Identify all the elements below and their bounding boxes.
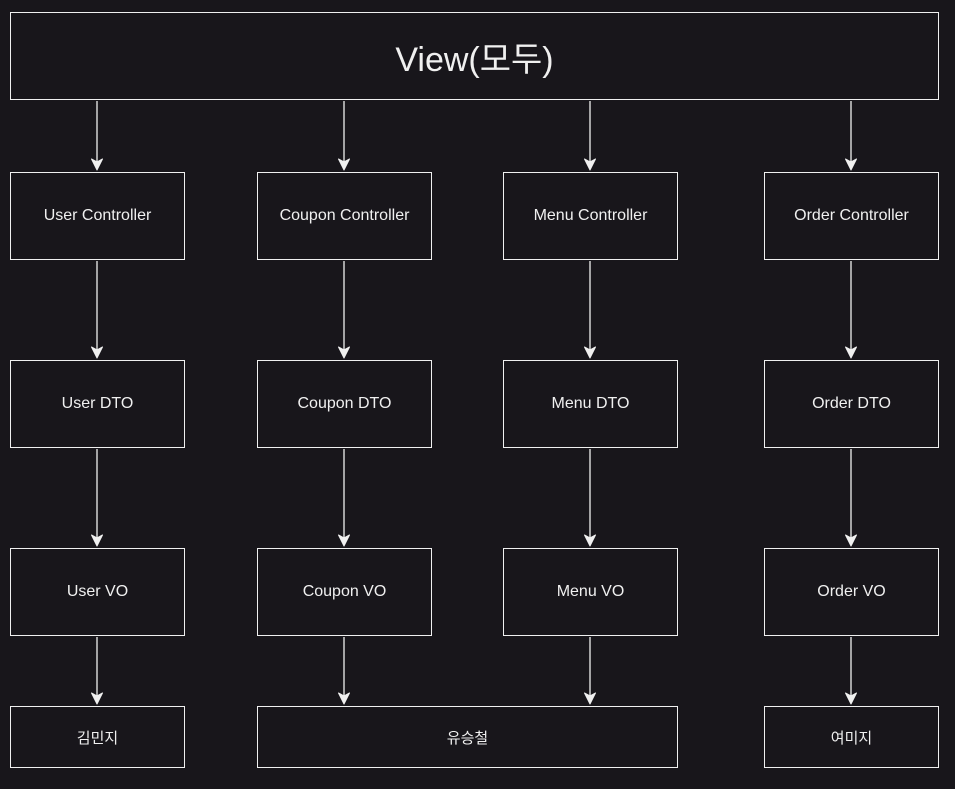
user-controller-to-dto-arrow (91, 261, 103, 359)
order-dto-to-vo-arrow (845, 449, 857, 547)
view-to-user-controller-arrow (91, 101, 103, 171)
coupon-vo-to-owner-arrow (338, 637, 350, 705)
menu-controller-to-dto-arrow (584, 261, 596, 359)
order-vo-to-owner-arrow (845, 637, 857, 705)
coupon-controller-node: Coupon Controller (257, 172, 432, 260)
coupon-controller-to-dto-arrow (338, 261, 350, 359)
view-to-order-controller-arrow (845, 101, 857, 171)
menu-vo-to-owner-arrow (584, 637, 596, 705)
menu-dto-to-vo-arrow (584, 449, 596, 547)
view-to-coupon-controller-arrow (338, 101, 350, 171)
coupon-dto-node: Coupon DTO (257, 360, 432, 448)
order-dto-node: Order DTO (764, 360, 939, 448)
coupon-vo-node: Coupon VO (257, 548, 432, 636)
order-vo-node: Order VO (764, 548, 939, 636)
order-controller-to-dto-arrow (845, 261, 857, 359)
menu-controller-node: Menu Controller (503, 172, 678, 260)
user-dto-to-vo-arrow (91, 449, 103, 547)
user-dto-node: User DTO (10, 360, 185, 448)
menu-dto-node: Menu DTO (503, 360, 678, 448)
owner-node-kim-minji: 김민지 (10, 706, 185, 768)
owner-node-yoo-seungcheol: 유승철 (257, 706, 678, 768)
owner-node-yeo-miji: 여미지 (764, 706, 939, 768)
order-controller-node: Order Controller (764, 172, 939, 260)
user-controller-node: User Controller (10, 172, 185, 260)
view-to-menu-controller-arrow (584, 101, 596, 171)
view-node: View(모두) (10, 12, 939, 100)
coupon-dto-to-vo-arrow (338, 449, 350, 547)
menu-vo-node: Menu VO (503, 548, 678, 636)
user-vo-to-owner-arrow (91, 637, 103, 705)
user-vo-node: User VO (10, 548, 185, 636)
